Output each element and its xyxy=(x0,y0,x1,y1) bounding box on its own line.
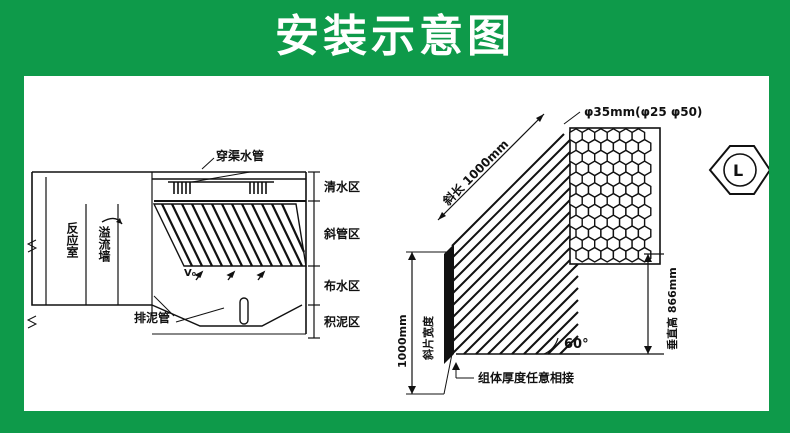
honeycomb-cell xyxy=(587,246,602,263)
slope-arrow-a xyxy=(438,212,446,220)
diameter-label: φ35mm(φ25 φ50) xyxy=(584,105,702,119)
slanted-sheets xyxy=(451,133,579,355)
sludge-pipe-label: 排泥管 xyxy=(134,310,170,325)
hopper-slope xyxy=(153,295,175,317)
wdim-arrow-top xyxy=(408,252,416,260)
break-mark-2 xyxy=(26,315,38,329)
hexagon-nut-icon xyxy=(708,145,769,195)
page-title: 安装示意图 xyxy=(275,11,515,62)
width-dim-diag xyxy=(443,353,453,395)
chamber-label: 反应室 xyxy=(65,221,79,259)
vdim-arrow-top xyxy=(644,254,652,262)
velocity-symbol: V₀ xyxy=(184,268,196,279)
zone-label-distribution: 布水区 xyxy=(324,278,360,293)
diameter-leader xyxy=(563,111,581,125)
sludge-hopper xyxy=(151,304,303,327)
collection-troughs xyxy=(168,181,274,194)
sheet-width-label: 斜片宽度 xyxy=(421,315,435,361)
zone-label-sludge: 积泥区 xyxy=(324,314,360,329)
honeycomb-cell xyxy=(625,246,640,263)
overflow-arrowhead xyxy=(116,218,122,224)
honeycomb-cell xyxy=(612,246,627,263)
tank-left-wall xyxy=(31,172,152,306)
wdim-arrow-bottom xyxy=(408,386,416,394)
pipe-leader xyxy=(201,157,215,170)
tube-hatching xyxy=(161,203,305,267)
installation-diagram: 穿渠水管 清水区 斜管区 布水区 积泥区 排泥管 V₀ 反应室 溢流墙 xyxy=(26,105,769,395)
assembly-arrow xyxy=(452,362,460,370)
honeycomb-grid xyxy=(569,127,652,263)
break-mark xyxy=(26,239,38,253)
honeycomb-cell xyxy=(575,246,590,263)
flow-arrows xyxy=(194,270,266,281)
sludge-pipe-leader xyxy=(175,307,225,323)
honeycomb-cell xyxy=(600,246,615,263)
pipe-label: 穿渠水管 xyxy=(216,148,264,163)
sludge-pipe-slot xyxy=(239,297,249,325)
weir-label: 溢流墙 xyxy=(97,225,111,263)
slope-arrow-b xyxy=(536,114,544,122)
slope-dim-line xyxy=(437,113,545,221)
zone-label-tube: 斜管区 xyxy=(323,226,360,241)
vdim-arrow-bottom xyxy=(644,346,652,354)
assembly-note: 组体厚度任意相接 xyxy=(478,370,574,385)
vertical-height-label: 垂直高 866mm xyxy=(665,267,679,350)
hexagon-symbol-label: L xyxy=(733,161,743,180)
diagram-panel: 穿渠水管 清水区 斜管区 布水区 积泥区 排泥管 V₀ 反应室 溢流墙 xyxy=(24,76,769,411)
hexagon-inner-circle xyxy=(723,153,757,187)
angle-label: 60° xyxy=(564,337,589,352)
tube-settler-module-diagram xyxy=(406,111,769,395)
zone-label-clear-water: 清水区 xyxy=(324,179,360,194)
sheet-edge-dark xyxy=(444,244,454,364)
sedimentation-tank-diagram xyxy=(26,157,320,339)
angle-arc xyxy=(543,337,559,355)
sheet-width-value: 1000mm xyxy=(396,314,409,368)
trough-connector xyxy=(191,171,251,183)
zone-ticks xyxy=(308,171,320,339)
